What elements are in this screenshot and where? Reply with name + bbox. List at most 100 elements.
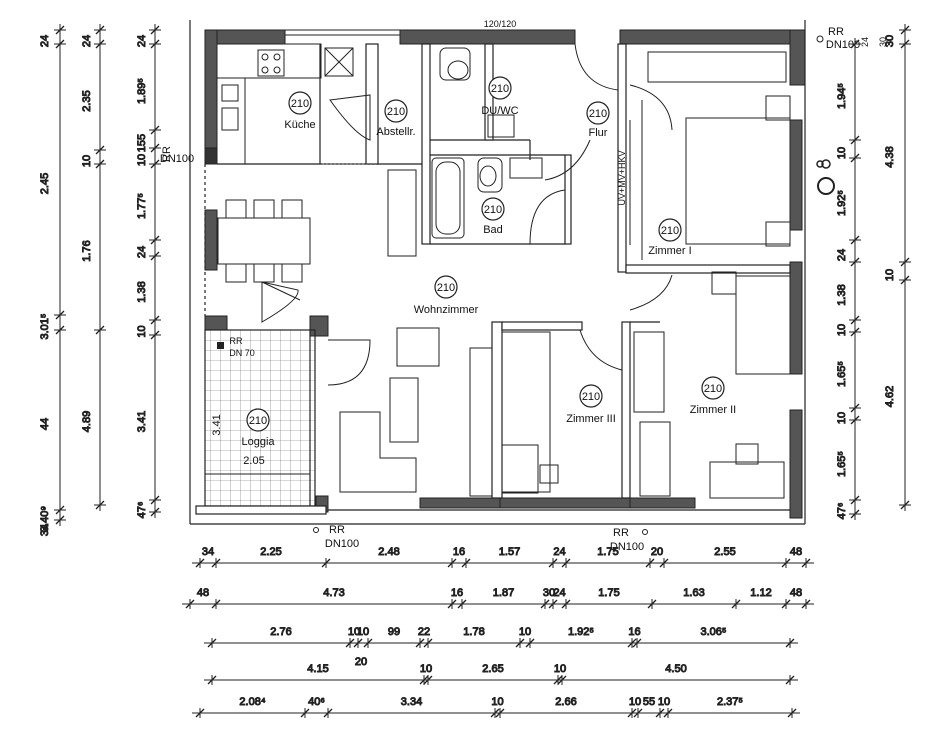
dim-left-mid: 1.76 — [81, 240, 93, 261]
wall-bottom-4 — [629, 497, 696, 509]
fridge — [324, 47, 354, 77]
loggia-width-label: 2.05 — [243, 455, 264, 467]
wash-basin — [487, 114, 515, 138]
dim-row-1: 2.55 — [714, 546, 735, 558]
wall-top-right — [619, 29, 806, 45]
dim-left-mid: 10 — [81, 155, 93, 167]
dim-left-mid: 2.35 — [81, 90, 93, 111]
cabinet — [387, 169, 417, 257]
room-marker — [586, 101, 610, 125]
room-marker — [434, 275, 458, 299]
exterior-walls — [204, 29, 806, 519]
dim-row-2: 1.75 — [598, 587, 619, 599]
pipe-label: RR — [161, 146, 173, 162]
dim-row-5: 10 — [629, 696, 641, 708]
wall-right-2 — [789, 119, 803, 231]
dim-left-far: 24 — [39, 35, 51, 47]
toilet — [477, 157, 503, 193]
dim-row-1: 20 — [651, 546, 663, 558]
bathtub — [431, 157, 465, 239]
room-name: Flur — [589, 127, 608, 139]
dim-row-1: 24 — [553, 546, 565, 558]
dim-row-3: 1.78 — [463, 626, 484, 638]
pipe-diameter-label: DN100 — [325, 538, 359, 550]
room-number: 210 — [661, 225, 679, 237]
sink — [509, 157, 543, 179]
chair-z3 — [501, 444, 539, 494]
pipe-label: RR — [828, 26, 844, 38]
dim-row-5: 55 — [643, 696, 655, 708]
room-name: Zimmer III — [566, 413, 616, 425]
dim-left-near: 155 — [136, 134, 148, 152]
dim-row-1: 34 — [202, 546, 214, 558]
dim-right-near: 1.38 — [836, 284, 848, 305]
pipe-diameter-label: DN100 — [610, 541, 644, 553]
corner-dimension: 24 — [860, 37, 870, 47]
room-number: 210 — [589, 108, 607, 120]
room-number: 210 — [484, 204, 502, 216]
wc — [439, 47, 471, 81]
room-number: 210 — [582, 391, 600, 403]
dim-right-near: 10 — [836, 324, 848, 336]
armchair-table — [396, 327, 440, 367]
dim-row-2: 1.87 — [493, 587, 514, 599]
dim-left-far: 34 — [39, 524, 51, 536]
room-number: 210 — [491, 83, 509, 95]
room-name: Küche — [284, 119, 315, 131]
coffee-table — [389, 377, 419, 443]
wall-right-3 — [789, 261, 803, 375]
dim-left-near: 24 — [136, 246, 148, 258]
bed-z2 — [735, 275, 791, 375]
dim-row-1: 48 — [790, 546, 802, 558]
dim-right-near: 1.94⁵ — [836, 83, 848, 109]
dim-row-2: 30 — [543, 587, 555, 599]
dim-row-3: 10 — [357, 626, 369, 638]
wall-bottom-2 — [419, 497, 501, 509]
wall-right-1 — [789, 29, 806, 86]
dim-row-3: 1.92⁵ — [568, 626, 594, 638]
dim-left-far: 44 — [39, 418, 51, 430]
wall-left-3 — [204, 315, 228, 331]
dim-right-far: 4.62 — [884, 386, 896, 407]
room-number: 210 — [437, 282, 455, 294]
cabinet-z2 — [639, 421, 671, 497]
dim-row-3: 16 — [628, 626, 640, 638]
dim-row-4: 10 — [554, 663, 566, 675]
room-number: 210 — [704, 383, 722, 395]
dim-left-near: 3.41 — [136, 411, 148, 432]
dim-left-near: 10 — [136, 325, 148, 337]
dim-left-near: 24 — [136, 35, 148, 47]
dim-row-1: 2.48 — [378, 546, 399, 558]
room-marker — [288, 91, 312, 115]
dim-row-2: 16 — [451, 587, 463, 599]
room-marker — [579, 384, 603, 408]
pipe-label: RR — [329, 524, 345, 536]
room-marker — [384, 99, 408, 123]
dim-row-1: 1.57 — [499, 546, 520, 558]
dim-left-near: 1.38 — [136, 281, 148, 302]
dim-row-1: 2.25 — [260, 546, 281, 558]
tv-unit — [469, 347, 493, 497]
dim-right-far: 30 — [884, 35, 896, 47]
dim-row-4: 4.15 — [307, 663, 328, 675]
room-marker — [246, 408, 270, 432]
dim-row-3: 22 — [418, 626, 430, 638]
room-marker — [481, 197, 505, 221]
wardrobe-z3 — [633, 331, 665, 413]
dim-right-near: 1.65⁵ — [836, 361, 848, 387]
bed — [685, 117, 791, 245]
dim-row-1: 16 — [453, 546, 465, 558]
wall-left-1 — [204, 29, 218, 149]
dim-row-2: 1.63 — [683, 587, 704, 599]
wall-right-4 — [789, 409, 803, 519]
loggia-depth-label: 3.41 — [211, 414, 223, 435]
corner-dimension: 30 — [878, 37, 888, 47]
dim-row-5: 10 — [658, 696, 670, 708]
dim-right-near: 1.92⁵ — [836, 190, 848, 216]
dim-row-2: 24 — [553, 587, 565, 599]
dim-right-near: 47⁶ — [836, 503, 848, 520]
dimension-chains: 242.453.01⁵443.40⁹34242.35101.764.89241.… — [39, 24, 911, 718]
room-marker — [488, 76, 512, 100]
